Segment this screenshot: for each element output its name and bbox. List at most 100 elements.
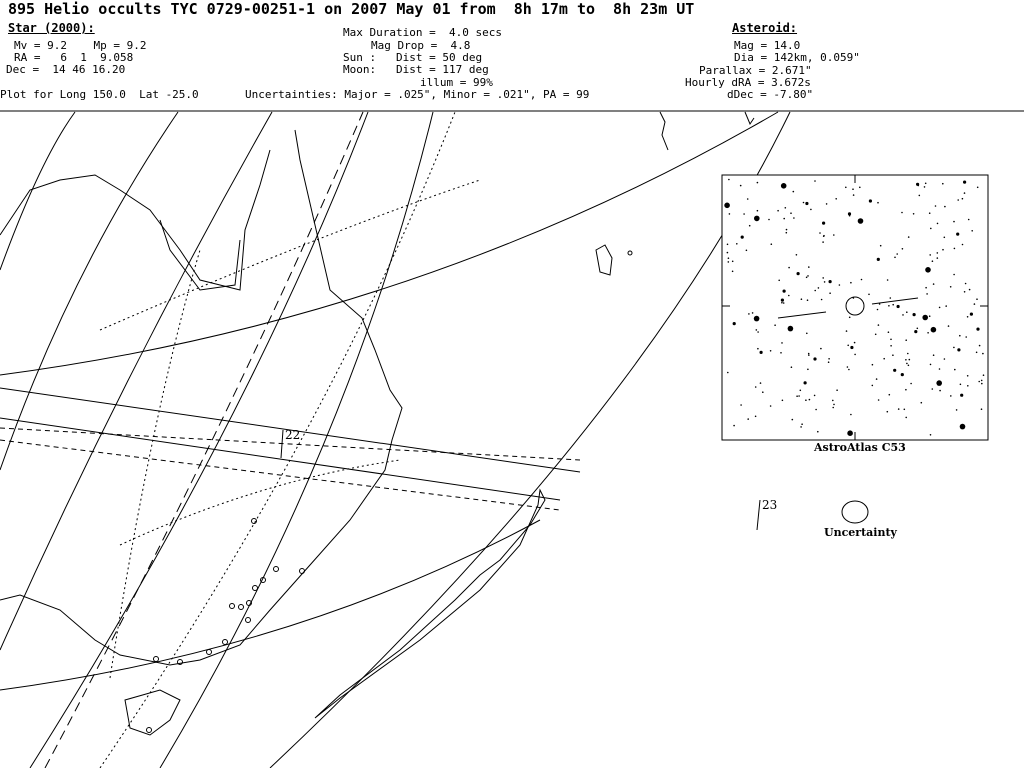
finder-star (982, 352, 984, 355)
town-marker (206, 649, 212, 655)
finder-star (920, 401, 923, 404)
meridian-line (0, 111, 273, 651)
finder-star (733, 424, 735, 427)
latitude-line (0, 111, 779, 376)
finder-star (981, 382, 983, 385)
finder-star (907, 352, 909, 355)
australia-coastline (0, 129, 403, 666)
asteroid-diameter: Dia = 142km, 0.059" (734, 51, 860, 64)
finder-star (944, 205, 946, 208)
finder-star (877, 399, 880, 401)
finder-star (799, 389, 802, 392)
finder-star (852, 188, 854, 190)
finder-star (787, 325, 794, 332)
sun-distance: Sun : Dist = 50 deg (343, 51, 483, 64)
town-marker (252, 585, 258, 591)
dashed-meridian (44, 111, 364, 768)
town-marker (251, 518, 257, 524)
finder-star (982, 374, 985, 377)
finder-star (782, 302, 785, 304)
new-zealand-outline (314, 488, 546, 719)
finder-star (966, 316, 969, 318)
finder-star (828, 280, 832, 284)
time-label-23: 23 (762, 498, 778, 512)
finder-star (731, 260, 734, 263)
finder-star (889, 297, 892, 299)
finder-star (897, 408, 900, 410)
finder-star (781, 399, 784, 402)
time-tick-23 (756, 499, 761, 531)
occultation-path (0, 387, 581, 511)
finder-star (753, 315, 760, 322)
town-marker (246, 600, 252, 606)
finder-star (822, 241, 824, 243)
finder-star (902, 314, 904, 316)
finder-star (727, 371, 729, 374)
finder-star (780, 352, 782, 354)
finder-star (759, 382, 762, 384)
finder-star (807, 368, 809, 371)
time-label-22: 22 (285, 428, 301, 442)
finder-star (728, 213, 731, 215)
town-markers (146, 250, 633, 733)
mag-drop: Mag Drop = 4.8 (371, 39, 471, 52)
finder-star (747, 418, 749, 420)
finder-star (825, 203, 828, 205)
asteroid-track-east (871, 297, 919, 305)
finder-star (832, 399, 834, 402)
finder-star (777, 209, 779, 212)
finder-star (778, 279, 780, 282)
finder-star (847, 344, 849, 347)
finder-star (975, 351, 978, 354)
finder-star (813, 394, 816, 397)
finder-star (963, 180, 967, 184)
finder-star (901, 211, 903, 214)
finder-star (801, 423, 803, 426)
finder-star (976, 186, 979, 189)
asteroid-hourly-dra: Hourly dRA = 3.672s (685, 76, 811, 89)
finder-star (914, 330, 918, 334)
finder-star (964, 282, 967, 285)
finder-star (791, 418, 794, 421)
finder-star (908, 358, 911, 361)
finder-star (890, 338, 892, 341)
town-marker (153, 656, 159, 662)
town-marker (299, 568, 305, 574)
finder-star (925, 267, 931, 273)
finder-star (785, 231, 788, 234)
finder-star (916, 327, 919, 330)
finder-star (916, 182, 920, 186)
finder-star (806, 332, 808, 335)
town-marker (222, 639, 228, 645)
finder-star (878, 303, 881, 305)
finder-star (871, 384, 874, 387)
town-marker (177, 659, 183, 665)
finder-star (945, 305, 947, 307)
finder-star (756, 209, 759, 212)
gulf-outline (159, 219, 241, 291)
star-ra: RA = 6 1 9.058 (14, 51, 134, 64)
finder-star (850, 345, 854, 350)
finder-star (808, 266, 810, 268)
uncertainty-ellipse (841, 500, 869, 524)
finder-star (957, 199, 959, 201)
finder-star (936, 380, 942, 386)
finder-star (953, 220, 955, 223)
finder-star (896, 304, 900, 309)
finder-star (836, 389, 838, 392)
finder-star (848, 368, 850, 371)
meridian-line (0, 111, 76, 271)
finder-star (774, 324, 776, 327)
finder-star (959, 383, 962, 386)
finder-star (782, 289, 786, 293)
finder-star (822, 235, 825, 237)
finder-star (754, 415, 757, 418)
finder-star (805, 399, 807, 402)
meridian-lines (0, 111, 791, 768)
finder-star (845, 330, 848, 332)
finder-star (798, 395, 800, 397)
finder-star (978, 380, 980, 383)
finder-star (819, 232, 821, 234)
finder-star (906, 311, 908, 314)
finder-star (886, 410, 889, 413)
